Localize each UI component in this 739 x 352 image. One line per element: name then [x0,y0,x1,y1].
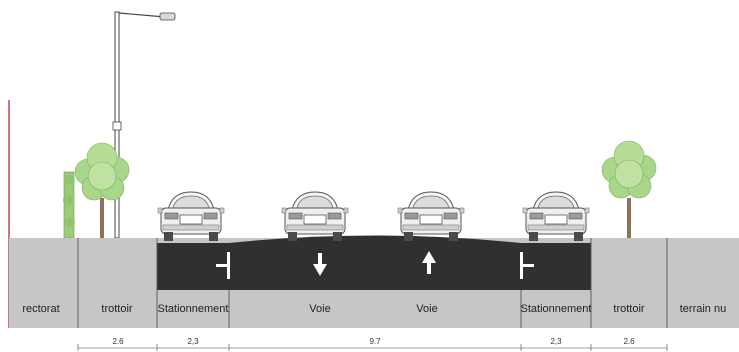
dimension-label: 2.6 [623,337,635,346]
arrow-down-icon [313,253,327,276]
zone-label-trottoir-right: trottoir [613,303,645,315]
dimension-line [77,344,668,351]
dimension-label: 2.6 [112,337,124,346]
zone-separators [77,238,668,328]
car-icon [281,191,349,242]
zone-label-trottoir-left: trottoir [101,303,133,315]
lane-marking [216,252,534,279]
tree-icon [601,140,657,238]
zone-label-rectorat: rectorat [22,303,59,315]
car-icon [522,191,590,242]
zone-label-terrain-nu: terrain nu [680,303,726,315]
arrow-up-icon [422,251,436,274]
street-lamp-icon [112,11,176,239]
tree-icon [74,142,130,238]
car-icon [157,191,225,242]
hedge-icon [63,171,75,239]
dimension-label: 2,3 [550,337,562,346]
car-icon [397,191,465,242]
zone-label-voie-up: Voie [416,303,437,315]
zone-label-stationnement-right: Stationnement [521,303,592,315]
dimension-label: 9.7 [369,337,381,346]
zone-label-voie-down: Voie [309,303,330,315]
dimension-label: 2,3 [187,337,199,346]
zone-label-stationnement-left: Stationnement [158,303,229,315]
carriageway-asphalt [229,235,521,290]
